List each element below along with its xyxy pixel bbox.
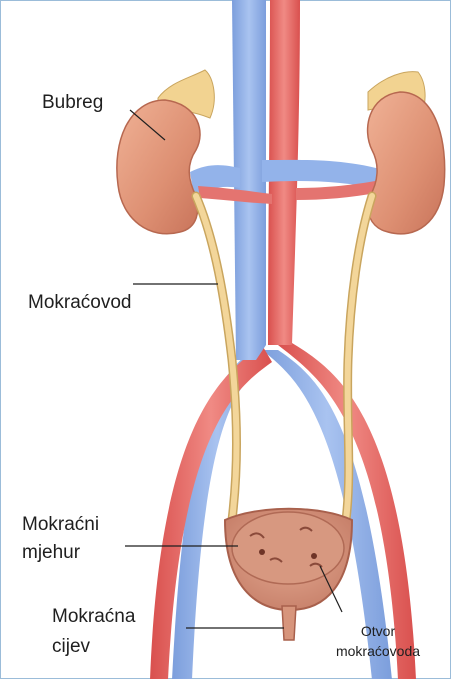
label-kidney: Bubreg: [42, 90, 103, 116]
urinary-bladder: [225, 509, 352, 610]
label-urethra-line1: Mokraćna: [52, 604, 135, 630]
left-ureteral-orifice: [259, 549, 265, 555]
label-bladder-line1: Mokraćni: [22, 512, 99, 538]
label-bladder-line2: mjehur: [22, 540, 80, 566]
label-orifice-line1: Otvor: [328, 622, 428, 640]
right-ureteral-orifice: [311, 553, 317, 559]
left-kidney: [117, 100, 200, 234]
urethra: [282, 606, 296, 640]
label-urethra-line2: cijev: [52, 634, 90, 660]
label-orifice-line2: mokraćovoda: [318, 642, 438, 660]
right-kidney: [368, 92, 445, 234]
label-ureter: Mokraćovod: [28, 290, 132, 316]
